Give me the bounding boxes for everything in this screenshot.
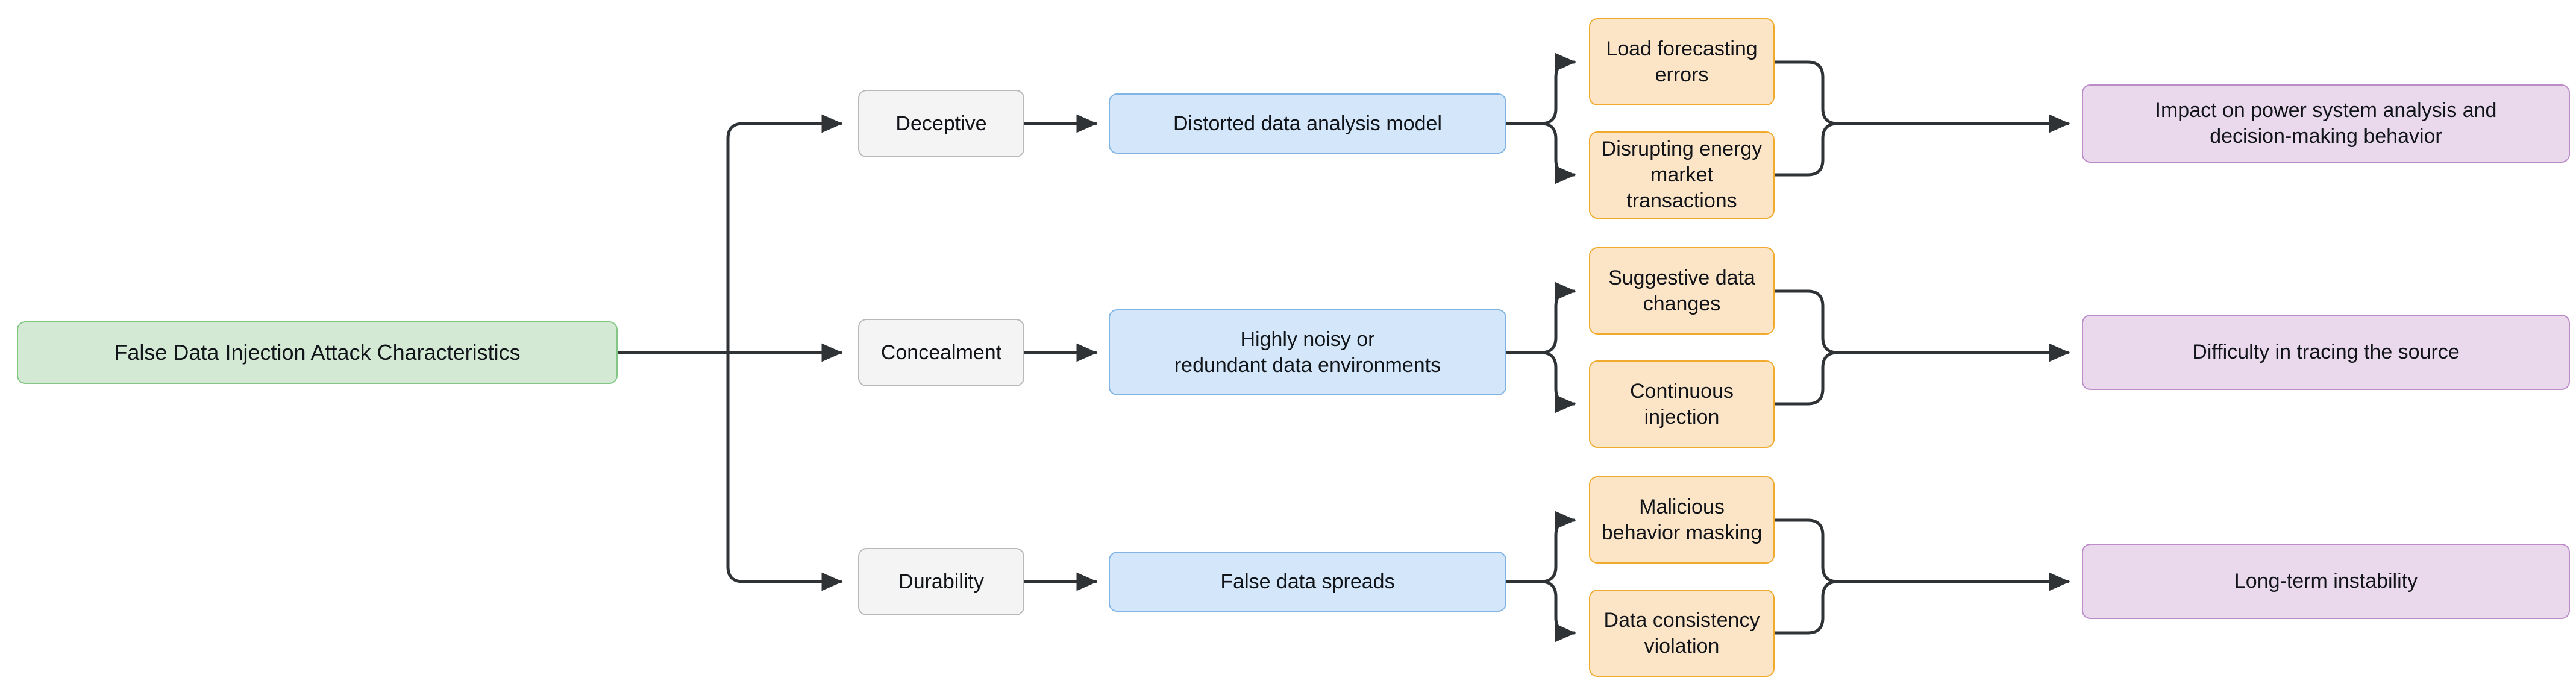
node-impact-long-term-instability[interactable]: Long-term instability [2082,544,2570,619]
edge-mech2-split-up [1505,281,1576,354]
edge-root-to-deceptive [726,114,843,354]
node-effect-data-consistency-violation[interactable]: Data consistency violation [1589,590,1775,677]
edge-mech1-split-up [1505,52,1576,125]
node-effect-malicious-behavior-masking[interactable]: Malicious behavior masking [1589,476,1775,564]
node-category-durability[interactable]: Durability [858,548,1024,615]
node-impact-tracing-difficulty-label: Difficulty in tracing the source [2192,341,2460,364]
edge-effects2-merge-up [1773,289,2070,362]
node-impact-long-term-instability-label: Long-term instability [2234,570,2418,593]
node-effect-load-forecasting-errors[interactable]: Load forecasting errors [1589,18,1775,105]
edge-effects1-merge-down [1773,122,1840,177]
node-category-concealment-label: Concealment [880,341,1002,364]
edge-effects3-merge-up [1773,518,2070,591]
node-category-deceptive-label: Deceptive [895,112,987,135]
edge-effects2-merge-down [1773,351,1840,406]
node-root[interactable]: False Data Injection Attack Characterist… [17,321,618,384]
edge-effects3-merge-down [1773,580,1840,635]
edge-mech2-split-down [1505,351,1576,414]
edge-effects1-merge-up [1773,60,2070,133]
node-effect-data-consistency-violation-label: Data consistency violation [1603,608,1760,658]
edge-mech3-split-down [1505,580,1576,643]
node-impact-tracing-difficulty[interactable]: Difficulty in tracing the source [2082,315,2570,390]
node-effect-malicious-behavior-masking-label: Malicious behavior masking [1601,495,1763,544]
node-mechanism-durability-label: False data spreads [1220,570,1395,593]
node-category-concealment[interactable]: Concealment [858,319,1024,386]
node-effect-suggestive-data-changes-label: Suggestive data changes [1608,266,1755,315]
node-effect-load-forecasting-errors-label: Load forecasting errors [1606,37,1758,86]
node-effect-suggestive-data-changes[interactable]: Suggestive data changes [1589,247,1775,335]
edge-mech1-split-down [1505,122,1576,184]
node-mechanism-deceptive-label: Distorted data analysis model [1173,112,1442,135]
node-mechanism-deceptive[interactable]: Distorted data analysis model [1109,93,1506,154]
edge-root-to-durability [726,351,843,591]
node-category-deceptive[interactable]: Deceptive [858,90,1024,157]
node-effect-continuous-injection[interactable]: Continuous injection [1589,360,1775,448]
edge-mech3-split-up [1505,511,1576,583]
node-mechanism-durability[interactable]: False data spreads [1109,552,1506,612]
node-effect-continuous-injection-label: Continuous injection [1629,379,1734,429]
node-category-durability-label: Durability [898,570,984,593]
node-root-label: False Data Injection Attack Characterist… [114,340,521,365]
